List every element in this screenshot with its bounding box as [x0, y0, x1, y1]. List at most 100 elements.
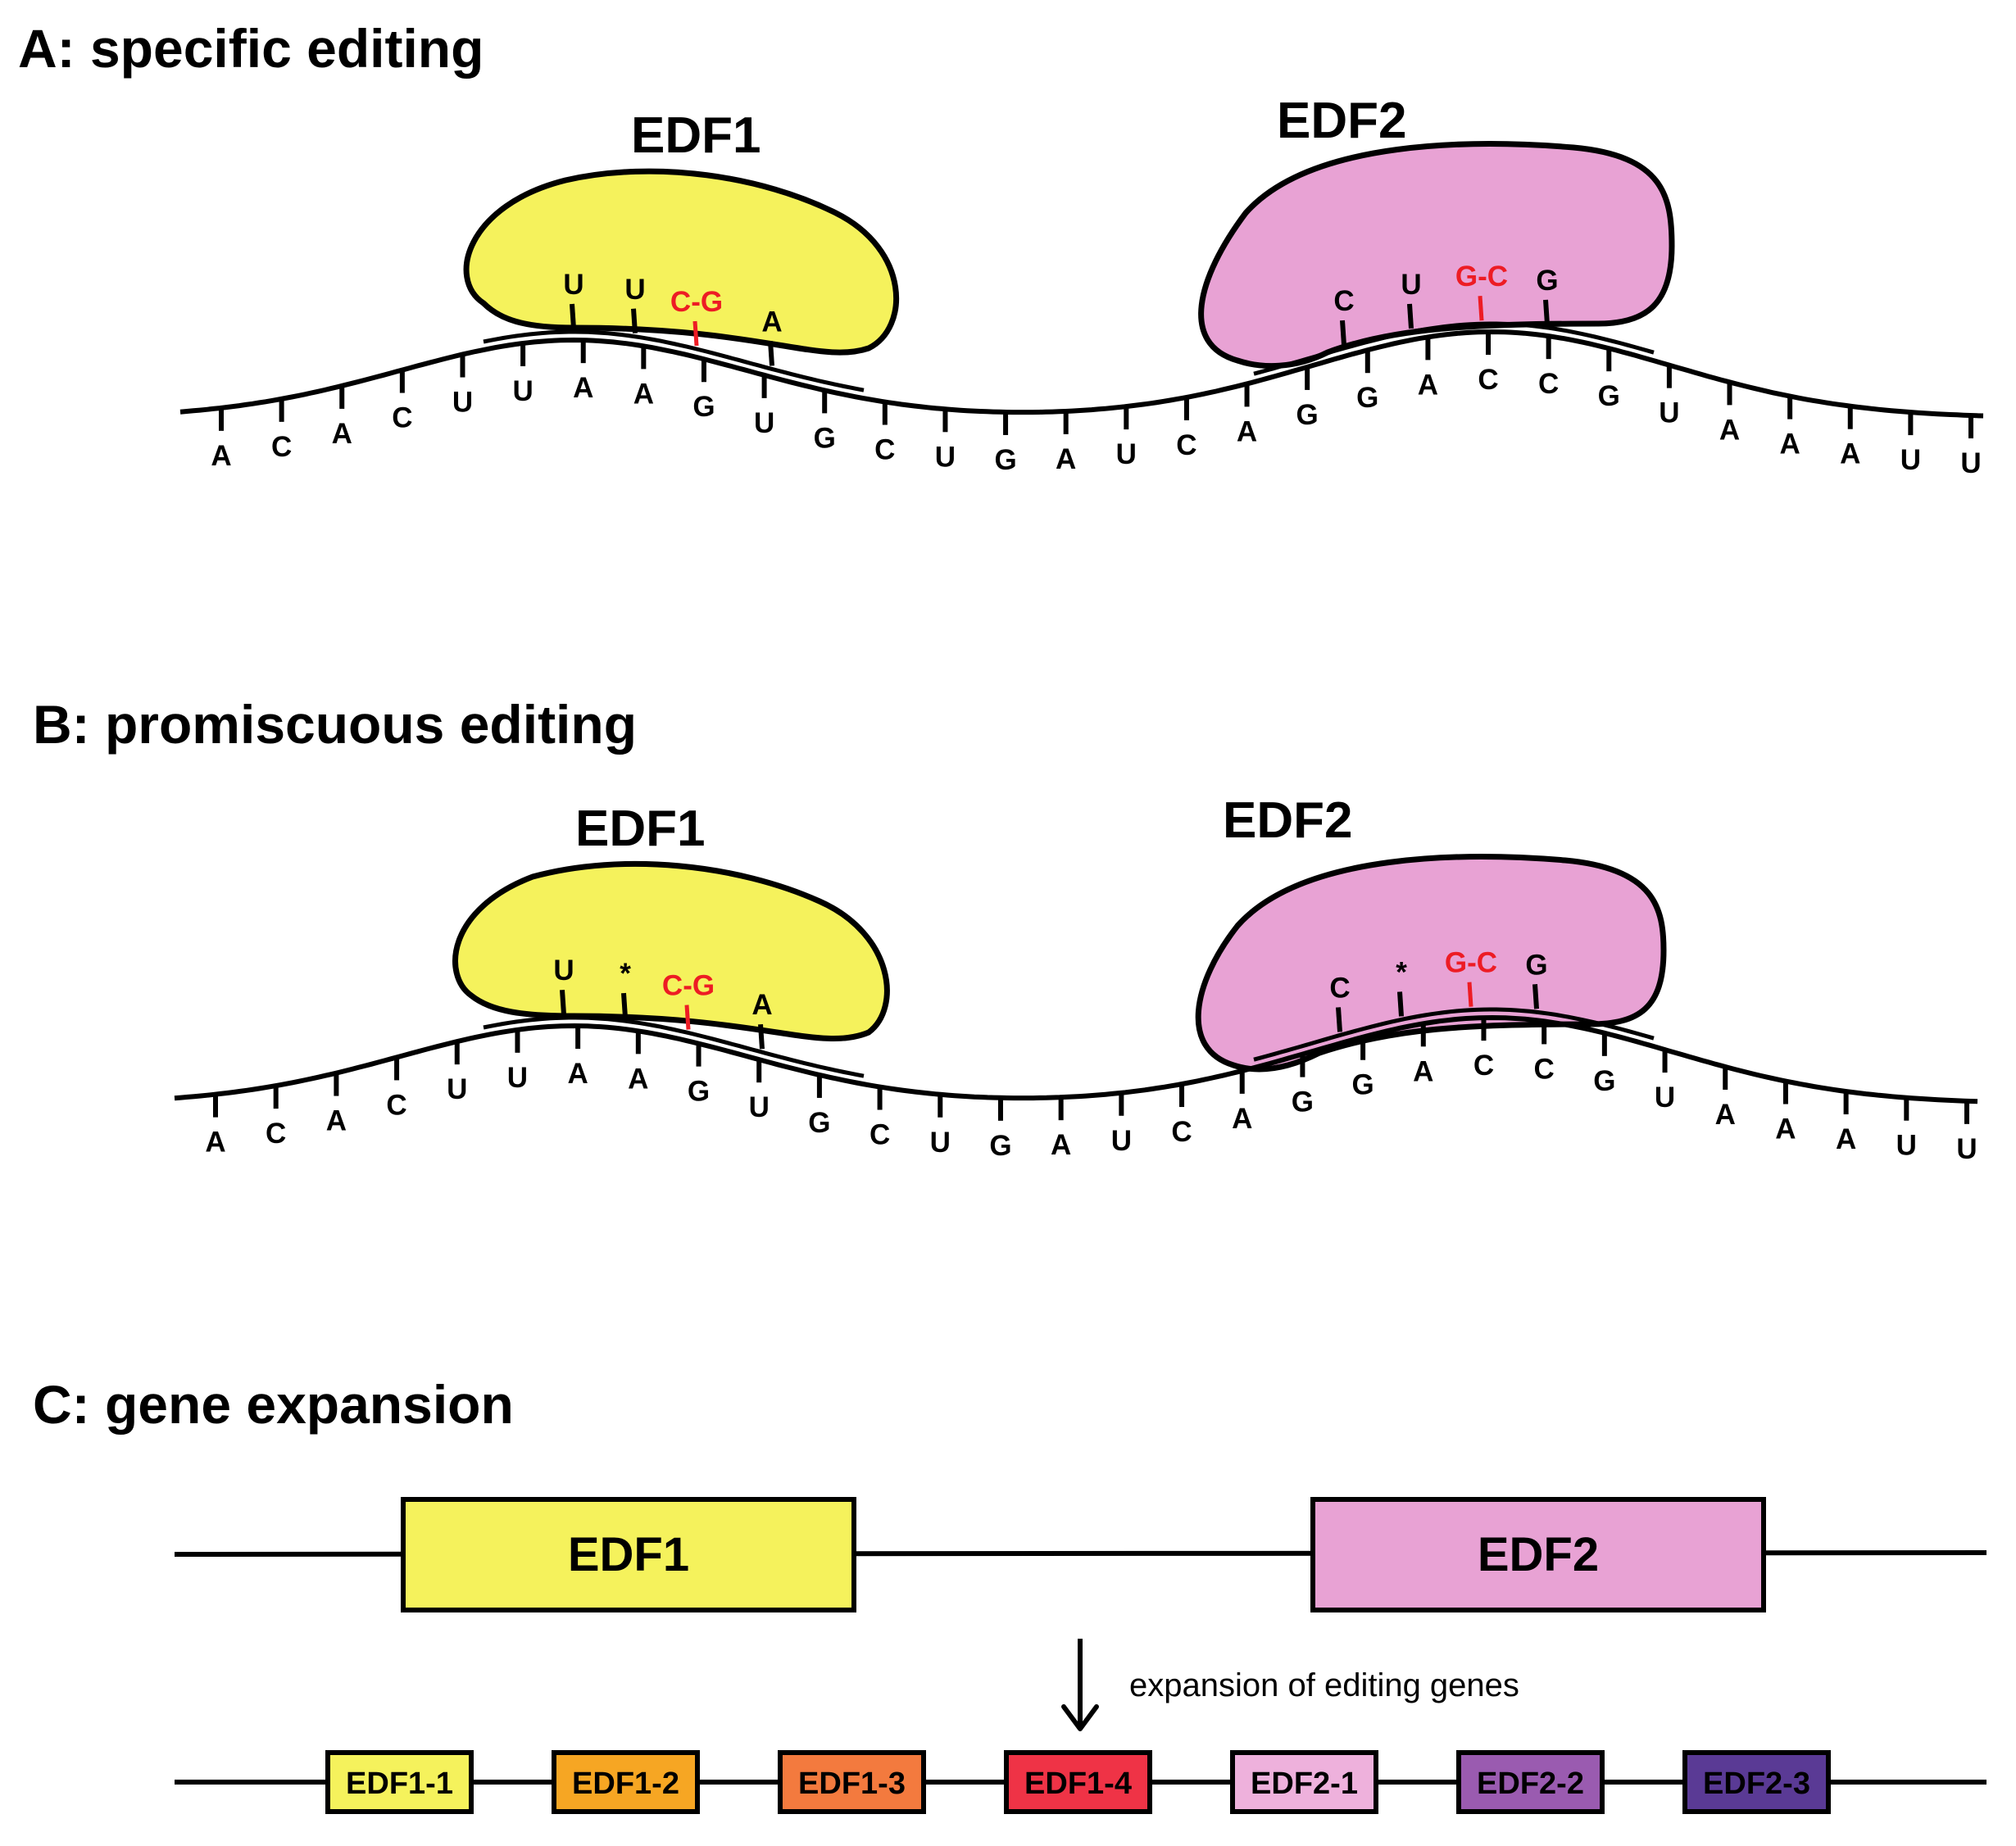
rna-base: G — [1292, 1086, 1314, 1118]
edf1-bound-tick — [560, 989, 566, 1015]
edf1-bound-base: U — [624, 274, 645, 306]
rna-base: C — [1478, 364, 1498, 396]
edf1-bound-base: U — [563, 269, 583, 301]
edf2-bound-base: G — [1525, 949, 1547, 981]
rna-base: A — [628, 1063, 648, 1095]
rna-base: A — [1056, 443, 1076, 475]
edf2-bound-base: C — [1333, 285, 1354, 317]
panel-a-edf1-protein — [463, 168, 900, 356]
rna-base: A — [573, 372, 593, 404]
edf2-bound-tick — [1407, 303, 1414, 329]
rna-backbone — [179, 329, 1984, 419]
rna-base: A — [1418, 369, 1438, 401]
rna-base: U — [1956, 1133, 1977, 1165]
rna-base: C — [870, 1119, 890, 1151]
rna-base: C — [1534, 1053, 1555, 1085]
rna-base: C — [1473, 1050, 1494, 1082]
gene-box-edf2-1 — [1230, 1750, 1378, 1814]
rna-base: C — [266, 1118, 286, 1150]
gene-box-edf2-2 — [1456, 1750, 1605, 1814]
edf1-bound-tick — [621, 992, 628, 1018]
edf1-bound-base: * — [620, 958, 631, 990]
panel-a: A: specific editing EDF1 EDF2 A C A C U U A A G U… — [18, 18, 1984, 479]
edf1-bound-tick — [692, 320, 699, 347]
rna-base: U — [512, 375, 533, 407]
edf2-bound-tick — [1340, 320, 1346, 346]
rna-base: A — [1719, 414, 1740, 446]
gene-box-edf1-3 — [778, 1750, 926, 1814]
gene-box-edf2-3 — [1682, 1750, 1831, 1814]
panel-a-edf2-protein — [1198, 141, 1675, 369]
expansion-note: expansion of editing genes — [1129, 1667, 1519, 1703]
gene-box-label: EDF1-2 — [572, 1767, 679, 1801]
rna-base: G — [1351, 1069, 1374, 1101]
gene-box-label: EDF1-4 — [1024, 1767, 1132, 1801]
rna-base: U — [930, 1127, 951, 1159]
gene-box-edf1-4 — [1004, 1750, 1152, 1814]
gene-box-edf1-1 — [325, 1750, 474, 1814]
rna-base: G — [1356, 382, 1378, 414]
rna-base: A — [205, 1127, 225, 1159]
rna-base: U — [447, 1073, 467, 1105]
rna-base: G — [692, 391, 715, 423]
rna-base: G — [994, 444, 1016, 476]
edf1-contact-line — [483, 1015, 865, 1078]
rna-base: A — [633, 378, 654, 410]
rna-base: U — [1116, 438, 1137, 470]
panel-b-edf2-protein — [1195, 854, 1667, 1073]
rna-base: U — [1655, 1082, 1675, 1113]
edf1-bound-tick — [768, 341, 774, 366]
rna-base: U — [1896, 1130, 1917, 1162]
rna-backbone — [174, 1014, 1978, 1104]
rna-base: A — [326, 1105, 347, 1137]
edf1-bound-base: U — [553, 955, 574, 986]
edf2-bound-tick — [1532, 984, 1539, 1009]
edf2-bound-base: U — [1401, 269, 1421, 301]
rna-base: A — [1237, 415, 1257, 447]
rna-base: U — [452, 387, 473, 419]
rna-base: A — [1836, 1123, 1856, 1155]
rna-base: G — [1593, 1065, 1615, 1097]
rna-base: A — [1840, 438, 1860, 470]
rna-base: A — [1413, 1055, 1433, 1087]
rna-base: G — [814, 422, 836, 454]
rna-base: U — [1960, 447, 1981, 479]
edf1-gene-box — [401, 1497, 856, 1612]
edf2-bound-tick — [1336, 1007, 1342, 1032]
edf2-bound-tick — [1467, 982, 1473, 1007]
rna-base: A — [1775, 1113, 1796, 1145]
gene-box-edf1-2 — [552, 1750, 700, 1814]
rna-base: U — [749, 1091, 770, 1123]
gene-box-label: EDF2-2 — [1477, 1767, 1584, 1801]
rna-base: G — [808, 1107, 830, 1139]
rna-base: C — [1176, 429, 1196, 461]
rna-base: G — [1296, 399, 1319, 431]
edf1-bound-tick — [631, 308, 638, 333]
panel-c-title: C: gene expansion — [33, 1374, 514, 1435]
edf2-bound-tick — [1543, 299, 1550, 325]
panel-a-edf2-label: EDF2 — [1277, 93, 1406, 149]
rna-base: C — [874, 434, 895, 466]
edf2-contact-line — [1253, 1007, 1655, 1062]
edf1-bound-base: C-G — [662, 970, 715, 1002]
edf1-bound-base: A — [751, 989, 772, 1021]
rna-base: A — [1051, 1129, 1071, 1161]
rna-base: A — [1779, 429, 1800, 460]
rna-base: C — [1538, 368, 1559, 400]
panel-a-edf1-label: EDF1 — [631, 107, 761, 164]
edf2-contact-line — [1253, 321, 1655, 376]
edf2-bound-tick — [1478, 295, 1484, 321]
gene-box-label: EDF2-3 — [1703, 1767, 1810, 1801]
edf1-bound-tick — [570, 303, 576, 329]
edf2-bound-base: C — [1329, 972, 1350, 1004]
rna-base: C — [392, 402, 412, 434]
edf2-bound-base: G — [1536, 265, 1558, 297]
rna-base: U — [507, 1062, 528, 1094]
rna-base: G — [989, 1130, 1011, 1162]
panel-a-title: A: specific editing — [18, 18, 484, 79]
rna-base: U — [935, 441, 956, 473]
